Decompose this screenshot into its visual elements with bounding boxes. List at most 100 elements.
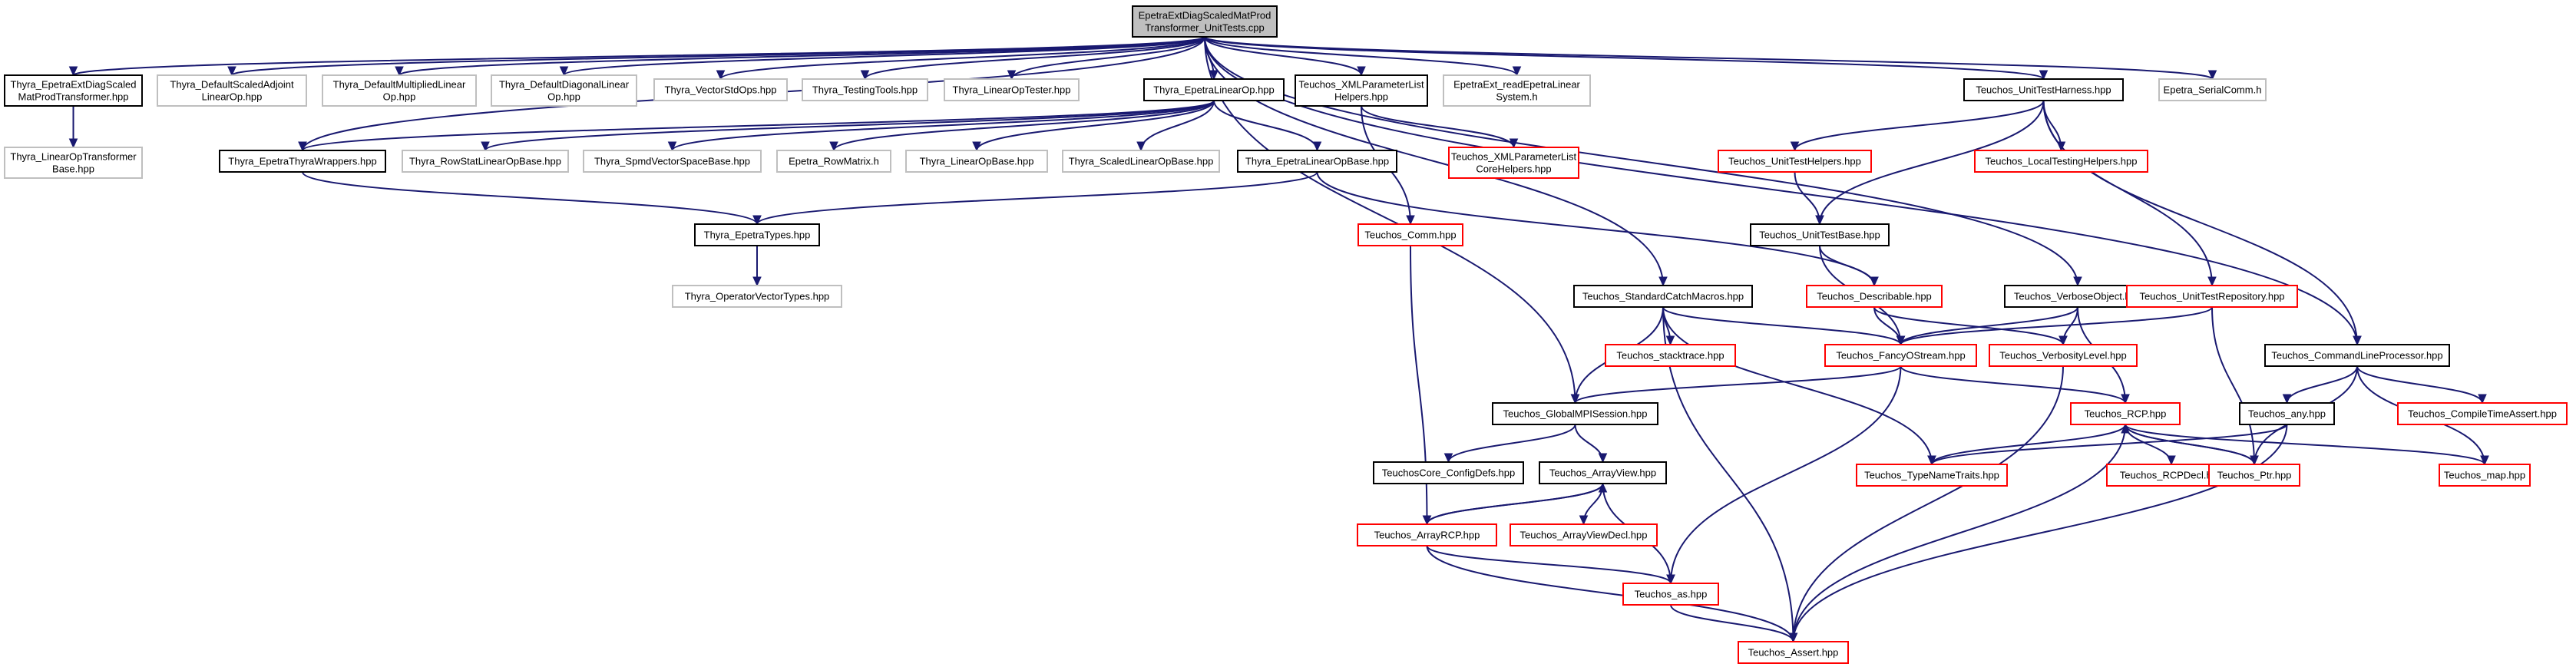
node-box-thyra_lotester [944,78,1080,101]
node-box-teuchos_assert [1738,641,1849,664]
arrowhead-root-to-epetra_serialcomm [2207,70,2217,81]
node-box-epetra_rowmatrix [776,150,891,173]
node-label-thyra_epetralinop-0: Thyra_EpetraLinearOp.hpp [1153,84,1275,96]
node-teuchos_any[interactable]: Teuchos_any.hpp [2239,402,2335,425]
node-teuchos_localtest[interactable]: Teuchos_LocalTestingHelpers.hpp [1974,150,2148,173]
arrowhead-thyra_epetralinop-to-thyra_spmd [667,141,677,152]
node-label-root-1: Transformer_UnitTests.cpp [1145,22,1265,34]
node-box-teuchos_arrayrcp [1357,523,1497,546]
node-box-thyra_spmd [583,150,762,173]
arrowhead-root-to-thyra_defscaledadj [227,66,236,77]
edge-teuchos_arrayrcp-to-teuchos_assert [1426,545,1794,642]
node-teuchos_assert[interactable]: Teuchos_Assert.hpp [1738,641,1849,664]
arrowhead-root-to-thyra_defdiag [559,66,569,77]
node-thyra_rowstat: Thyra_RowStatLinearOpBase.hpp [402,150,569,173]
node-label-teuchos_fancyos-0: Teuchos_FancyOStream.hpp [1836,350,1965,362]
edge-teuchos_uth-to-teuchos_clp [2042,100,2358,345]
node-label-epetra_rowmatrix-0: Epetra_RowMatrix.h [789,156,879,167]
arrowhead-root-to-epetraext_read [1512,66,1522,77]
node-teuchos_avdecl[interactable]: Teuchos_ArrayViewDecl.hpp [1510,523,1658,546]
edge-teuchos_as-to-teuchos_assert [1670,604,1794,642]
node-teuchos_arrayview[interactable]: Teuchos_ArrayView.hpp [1539,461,1667,484]
node-thyra_linopbase: Thyra_LinearOpBase.hpp [905,150,1048,173]
node-teuchos_comm[interactable]: Teuchos_Comm.hpp [1357,223,1463,246]
node-box-teuchoscore_config [1373,461,1524,484]
node-teuchos_stacktrace[interactable]: Teuchos_stacktrace.hpp [1605,344,1736,367]
arrowhead-teuchos_uth-to-teuchos_clp [2353,335,2362,346]
node-teuchos_map[interactable]: Teuchos_map.hpp [2439,464,2531,487]
node-label-teuchoscore_config-0: TeuchosCore_ConfigDefs.hpp [1382,467,1515,479]
node-teuchos_describable[interactable]: Teuchos_Describable.hpp [1806,285,1943,308]
arrowhead-teuchos_gmpi-to-teuchos_arrayview [1598,453,1608,464]
node-teuchos_utrepo[interactable]: Teuchos_UnitTestRepository.hpp [2126,285,2298,308]
edge-teuchos_describable-to-teuchos_verblevel [1873,306,2064,345]
node-label-thyra_linopbase-0: Thyra_LinearOpBase.hpp [920,156,1034,167]
node-teuchos_fancyos[interactable]: Teuchos_FancyOStream.hpp [1824,344,1977,367]
node-thyra_epetraext[interactable]: Thyra_EpetraExtDiagScaledMatProdTransfor… [4,74,143,107]
node-box-thyra_defmult [322,74,477,107]
edge-thyra_epetralinop-to-thyra_linopbase [976,100,1215,151]
node-box-teuchos_arrayview [1539,461,1667,484]
node-label-teuchos_assert-0: Teuchos_Assert.hpp [1748,647,1839,659]
edge-teuchos_gmpi-to-teuchoscore_config [1447,424,1576,463]
arrowhead-root-to-teuchos_uth [2039,70,2049,81]
node-teuchos_typename[interactable]: Teuchos_TypeNameTraits.hpp [1856,464,2008,487]
edge-layer [68,36,2489,643]
edge-teuchos_rcp-to-teuchos_rcpdecl [2125,424,2172,465]
arrowhead-thyra_epetralinop-to-thyra_linopbase [972,141,981,152]
node-box-teuchos_utrepo [2126,285,2298,308]
node-teuchos_gmpi[interactable]: Teuchos_GlobalMPISession.hpp [1492,402,1658,425]
arrowhead-teuchos_xmlhelpers-to-teuchos_xmlcore [1509,138,1519,149]
edge-teuchos_verblevel-to-teuchos_assert [1792,365,2064,642]
edge-thyra_epetralinop-to-thyra_ewrappers [302,100,1215,151]
node-teuchos_arrayrcp[interactable]: Teuchos_ArrayRCP.hpp [1357,523,1497,546]
node-label-epetraext_read-0: EpetraExt_readEpetraLinear [1453,79,1580,91]
node-teuchos_as[interactable]: Teuchos_as.hpp [1622,583,1719,606]
node-thyra_etypes[interactable]: Thyra_EpetraTypes.hpp [694,223,820,246]
node-label-thyra_etypes-0: Thyra_EpetraTypes.hpp [704,229,811,241]
node-box-root [1132,5,1278,38]
node-label-thyra_lotester-0: Thyra_LinearOpTester.hpp [953,84,1071,96]
arrowhead-teuchos_rcp-to-teuchos_rcpdecl [2167,455,2176,466]
node-label-teuchos_xmlcore-1: CoreHelpers.hpp [1476,163,1551,175]
node-label-thyra_epetraext-1: MatProdTransformer.hpp [18,91,128,103]
arrowhead-teuchos_uth-to-teuchos_utrepo [2207,276,2217,287]
node-thyra_epetralinop[interactable]: Thyra_EpetraLinearOp.hpp [1143,78,1285,101]
node-label-teuchos_avdecl-0: Teuchos_ArrayViewDecl.hpp [1520,530,1648,541]
node-teuchos_verblevel[interactable]: Teuchos_VerbosityLevel.hpp [1989,344,2138,367]
edge-thyra_epetralinop-to-thyra_spmd [671,100,1215,151]
node-teuchos_ptr[interactable]: Teuchos_Ptr.hpp [2208,464,2300,487]
node-teuchos_uthelpers[interactable]: Teuchos_UnitTestHelpers.hpp [1718,150,1872,173]
node-label-teuchos_gmpi-0: Teuchos_GlobalMPISession.hpp [1503,408,1648,420]
node-label-thyra_defmult-0: Thyra_DefaultMultipliedLinear [333,79,466,91]
arrowhead-thyra_epetraext-to-thyra_lotbase [68,138,78,149]
node-label-thyra_defmult-1: Op.hpp [383,91,416,103]
node-thyra_ewrappers[interactable]: Thyra_EpetraThyraWrappers.hpp [219,150,386,173]
arrowhead-teuchos_fancyos-to-teuchos_rcp [2121,394,2130,404]
node-box-thyra_defscaledadj [157,74,307,107]
node-teuchos_clp[interactable]: Teuchos_CommandLineProcessor.hpp [2264,344,2450,367]
node-layer: EpetraExtDiagScaledMatProdTransformer_Un… [4,5,2568,664]
arrowhead-teuchos_arrayrcp-to-teuchos_arrayview [1598,482,1608,493]
node-teuchos_utbase[interactable]: Teuchos_UnitTestBase.hpp [1750,223,1890,246]
node-box-teuchos_any [2239,402,2335,425]
arrowhead-thyra_epetralinop-to-thyra_scaledlinop [1136,141,1146,152]
arrowhead-thyra_epetralinop-to-thyra_rowstat [481,141,490,152]
node-box-teuchos_rcp [2070,402,2181,425]
node-teuchos_uth[interactable]: Teuchos_UnitTestHarness.hpp [1963,78,2124,101]
node-box-thyra_epetraext [4,74,143,107]
node-label-epetra_serialcomm-0: Epetra_SerialComm.h [2164,84,2262,96]
node-label-teuchos_as-0: Teuchos_as.hpp [1635,589,1708,600]
node-thyra_elobase[interactable]: Thyra_EpetraLinearOpBase.hpp [1237,150,1397,173]
node-teuchoscore_config[interactable]: TeuchosCore_ConfigDefs.hpp [1373,461,1524,484]
node-teuchos_rcp[interactable]: Teuchos_RCP.hpp [2070,402,2181,425]
node-teuchos_cta[interactable]: Teuchos_CompileTimeAssert.hpp [2397,402,2568,425]
node-label-teuchos_xmlcore-0: Teuchos_XMLParameterList [1451,151,1577,163]
node-box-teuchos_gmpi [1492,402,1658,425]
node-teuchos_scm[interactable]: Teuchos_StandardCatchMacros.hpp [1573,285,1753,308]
